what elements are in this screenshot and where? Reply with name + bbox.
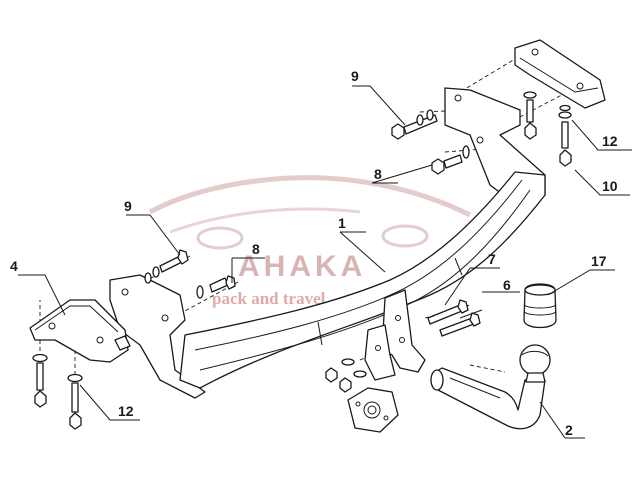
tow-ball-neck [430, 344, 551, 430]
callout-9-right: 9 [351, 68, 359, 84]
ball-cap [523, 283, 557, 329]
callout-1: 1 [338, 215, 346, 231]
callout-6: 6 [503, 277, 511, 293]
callout-8-left: 8 [252, 241, 260, 257]
callout-labels: 1 2 4 6 7 8 8 9 9 10 12 12 17 [10, 68, 618, 438]
right-side-fasteners [391, 91, 572, 175]
callout-4: 4 [10, 258, 18, 274]
center-fasteners [325, 299, 481, 433]
callout-12-right: 12 [602, 133, 618, 149]
callout-10: 10 [602, 178, 618, 194]
callout-7: 7 [488, 251, 496, 267]
left-bracket [29, 299, 131, 363]
main-crossbar [109, 87, 546, 399]
right-rear-bracket [514, 39, 606, 109]
callout-2: 2 [565, 422, 573, 438]
watermark: AHAKA pack and travel [148, 175, 472, 308]
watermark-tagline: pack and travel [212, 289, 326, 308]
callout-9-left: 9 [124, 198, 132, 214]
callout-12-left: 12 [118, 403, 134, 419]
callout-17: 17 [591, 253, 607, 269]
left-side-fasteners [32, 249, 236, 430]
callout-8-right: 8 [374, 166, 382, 182]
watermark-brand: AHAKA [238, 250, 366, 283]
callout-leaders [18, 85, 632, 439]
